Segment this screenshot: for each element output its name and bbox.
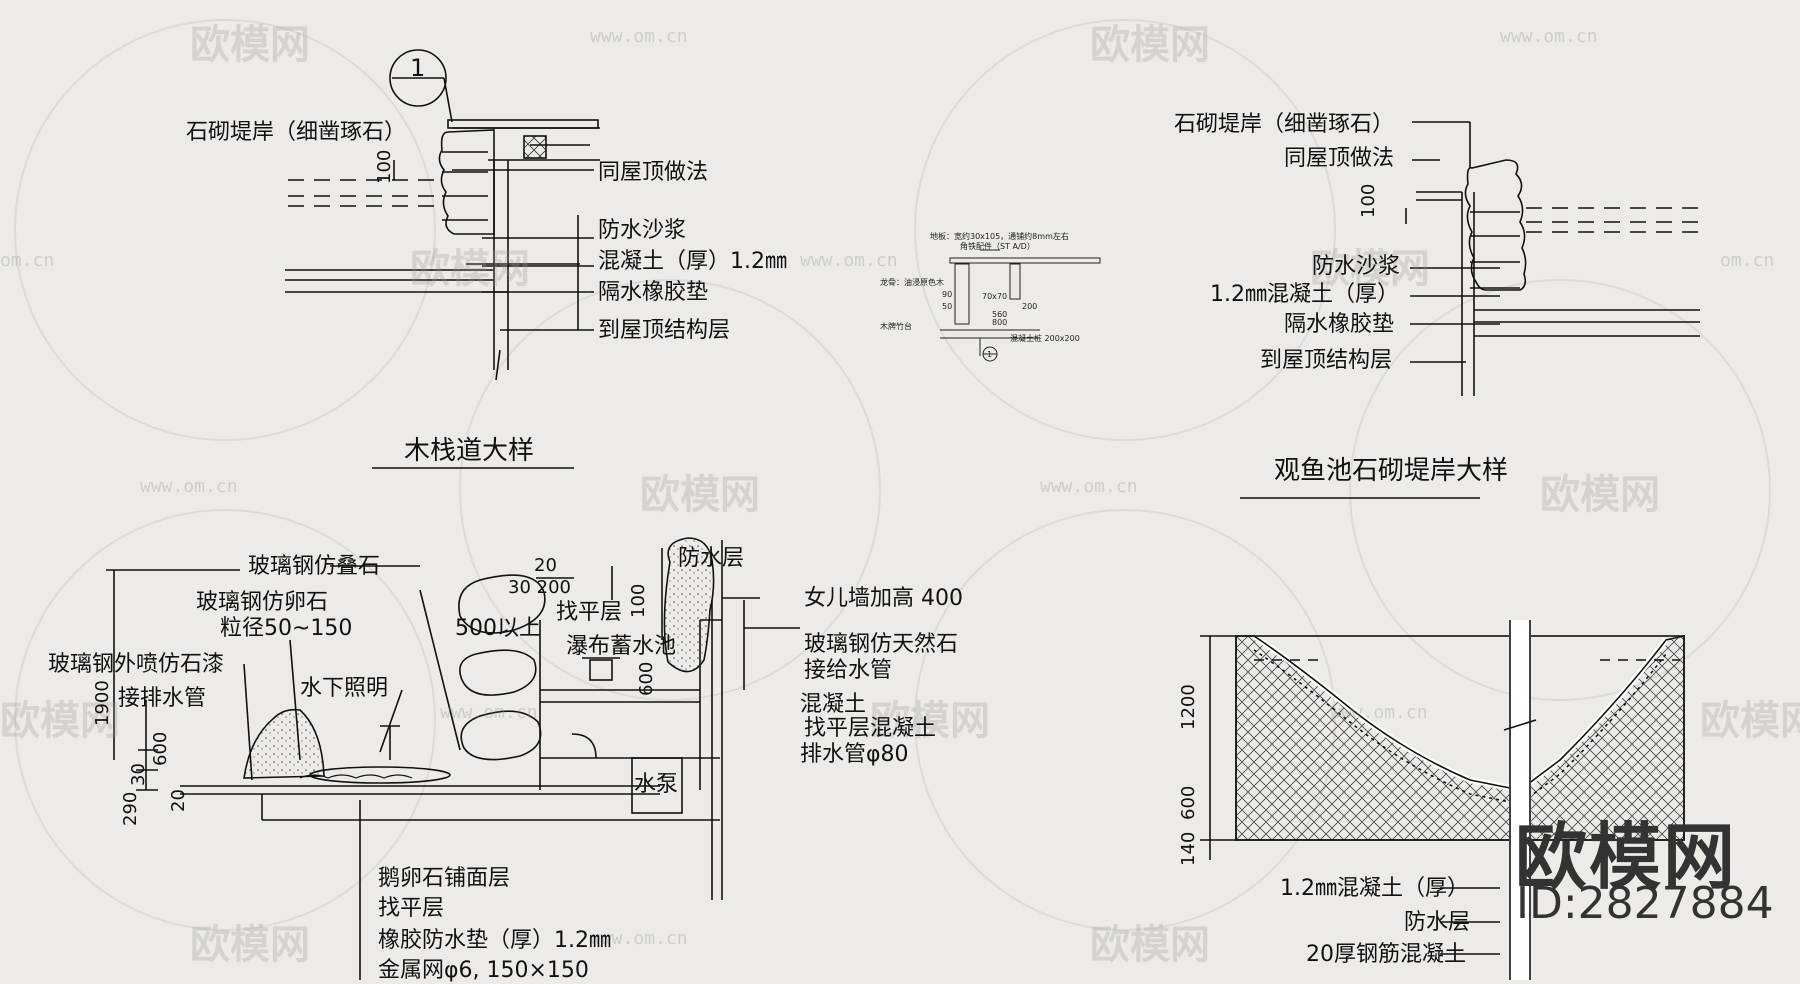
waterfall-dim: 30: [128, 763, 149, 786]
waterfall-label: 防水层: [678, 546, 745, 571]
pond-label: 20厚钢筋混凝土: [1306, 942, 1466, 967]
waterfall-dim: 1900: [92, 680, 113, 726]
detail1-marker: 1: [410, 54, 426, 82]
pond-lines: [1200, 620, 1685, 980]
waterfall-label: 找平层: [556, 600, 623, 625]
watermark-url: www.om.cn: [1040, 476, 1138, 497]
detail1-label: 石砌堤岸（细凿琢石）: [186, 120, 407, 145]
watermark-logo: 欧模网: [1090, 922, 1210, 968]
walkway-lines: [940, 249, 1101, 362]
waterfall-label: 玻璃钢外喷仿石漆: [48, 652, 225, 677]
walkway-note: 角铁配件（ST A/D）: [960, 242, 1035, 251]
pond-dim: 1200: [1178, 684, 1199, 730]
watermark-url: www.om.cn: [440, 702, 538, 723]
waterfall-label: 找平层: [378, 896, 445, 921]
watermark-url: www.om.cn: [800, 250, 898, 271]
watermark-url: om.cn: [0, 250, 55, 271]
waterfall-label: 找平层混凝土: [804, 716, 937, 741]
watermark-url: www.om.cn: [590, 26, 688, 47]
waterfall-label: 玻璃钢仿叠石: [248, 554, 381, 579]
waterfall-label: 瀑布蓄水池: [566, 634, 677, 659]
watermark-logo: 欧模网: [190, 922, 310, 968]
walkway-dim: 200: [1022, 302, 1038, 311]
watermark-logo: 欧模网: [870, 698, 990, 744]
walkway-marker: 1: [987, 350, 993, 359]
detail1-lines: [285, 49, 600, 381]
walkway-note: 混凝土桩 200x200: [1010, 334, 1080, 343]
model-id: ID:2827884: [1516, 878, 1774, 929]
walkway-dim: 800: [992, 318, 1008, 327]
detail1-label: 到屋顶结构层: [598, 318, 731, 343]
detail2-label: 隔水橡胶垫: [1284, 312, 1395, 337]
detail2-dim: 100: [1358, 183, 1379, 218]
waterfall-label: 水泵: [634, 772, 679, 797]
watermark-url: www.om.cn: [1330, 702, 1428, 723]
waterfall-dim: 100: [628, 583, 649, 618]
waterfall-label: 玻璃钢仿天然石: [804, 632, 959, 657]
waterfall-label: 粒径50~150: [220, 616, 353, 641]
detail1-dim: 100: [374, 149, 395, 184]
watermark-url: www.om.cn: [140, 476, 238, 497]
waterfall-lines: [106, 537, 800, 980]
pond-dim: 140: [1178, 831, 1199, 866]
waterfall-label: 水下照明: [300, 676, 389, 701]
waterfall-label: 女儿墙加高 400: [804, 586, 963, 611]
walkway-note: 木牌竹台: [880, 322, 912, 331]
walkway-dim: 50: [942, 302, 953, 311]
walkway-note: 地板：宽约30x105，通铺约8mm左右: [930, 232, 1069, 241]
watermark-logo: 欧模网: [1090, 22, 1210, 68]
watermark-url: om.cn: [1720, 250, 1775, 271]
pond-label: 防水层: [1404, 910, 1471, 935]
detail2-label: 石砌堤岸（细凿琢石）: [1174, 112, 1395, 137]
detail2-label: 同屋顶做法: [1284, 146, 1395, 171]
detail1-label: 防水沙浆: [598, 218, 687, 243]
waterfall-label: 玻璃钢仿卵石: [196, 590, 329, 615]
waterfall-label: 接给水管: [804, 658, 893, 683]
watermark-logo: 欧模网: [0, 698, 120, 744]
waterfall-dim: 600: [636, 661, 657, 696]
waterfall-label: 鹅卵石铺面层: [378, 866, 511, 891]
detail2-title: 观鱼池石砌堤岸大样: [1274, 456, 1509, 486]
waterfall-dim: 20: [168, 789, 189, 812]
watermark-logo: 欧模网: [1540, 472, 1660, 518]
watermark-logo: 欧模网: [640, 472, 760, 518]
walkway-title: 木栈道大样: [404, 436, 535, 466]
waterfall-label: 金属网φ6, 150×150: [378, 958, 589, 983]
detail2-label: 1.2㎜混凝土（厚）: [1210, 282, 1399, 307]
watermark-logo: 欧模网: [190, 22, 310, 68]
walkway-note: 龙骨：油浸原色木: [880, 278, 944, 287]
watermark-logo: 欧模网: [410, 246, 530, 292]
walkway-dim: 560: [992, 310, 1008, 319]
brand-logo: 欧模网: [1515, 815, 1738, 899]
watermark-logo: 欧模网: [1310, 246, 1430, 292]
detail1-label: 隔水橡胶垫: [598, 280, 709, 305]
watermark-url: www.om.cn: [590, 928, 688, 949]
pond-label: 1.2㎜混凝土（厚）: [1280, 876, 1469, 901]
walkway-dim: 90: [942, 290, 953, 299]
waterfall-label: 混凝土: [800, 692, 867, 717]
waterfall-dim: 20: [534, 555, 557, 576]
waterfall-label: 500以上: [455, 616, 541, 641]
waterfall-label: 橡胶防水垫（厚）1.2㎜: [378, 928, 611, 953]
detail2-lines: [1240, 121, 1700, 499]
watermark-logo: 欧模网: [1700, 698, 1800, 744]
walkway-dim: 70x70: [982, 292, 1008, 301]
waterfall-dim: 30 200: [508, 577, 571, 598]
waterfall-dim: 600: [150, 731, 171, 766]
waterfall-dim: 290: [120, 791, 141, 826]
waterfall-label: 排水管φ80: [800, 742, 909, 767]
pond-dim: 600: [1178, 785, 1199, 820]
detail1-label: 混凝土（厚）1.2㎜: [598, 249, 787, 274]
detail1-label: 同屋顶做法: [598, 160, 709, 185]
detail2-label: 防水沙浆: [1312, 254, 1401, 279]
watermark-url: www.om.cn: [1500, 26, 1598, 47]
waterfall-label: 接排水管: [118, 686, 207, 711]
detail2-label: 到屋顶结构层: [1260, 348, 1393, 373]
